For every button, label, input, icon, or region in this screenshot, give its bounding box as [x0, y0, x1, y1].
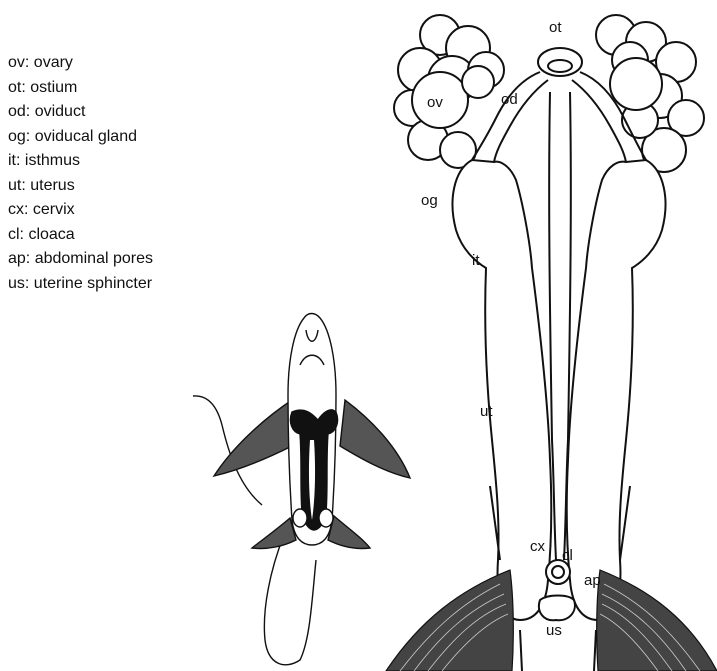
label-og: og: [421, 192, 438, 209]
left-pelvic-fin: [386, 570, 513, 671]
label-us: us: [546, 622, 562, 639]
shark-left-pelvic-fin: [252, 518, 296, 549]
label-ot: ot: [549, 19, 562, 36]
shark-right-pelvic-fin: [328, 516, 370, 549]
cloaca-inner: [552, 566, 564, 578]
shark-illustration: [193, 314, 410, 665]
shark-right-pectoral-fin: [340, 400, 410, 478]
right-ovary: [596, 15, 704, 172]
right-tract: [567, 160, 666, 620]
uterine-sphincter: [539, 596, 575, 621]
label-ap: ap: [584, 572, 601, 589]
label-it: it: [472, 252, 480, 269]
label-cl: cl: [562, 547, 573, 564]
ostium-opening: [548, 60, 572, 72]
left-ovary: [394, 15, 504, 168]
shark-pelvic-patch-right: [319, 509, 333, 527]
label-ov: ov: [427, 94, 443, 111]
left-body-line-lower: [520, 630, 522, 671]
shark-lower-loop: [264, 535, 316, 665]
label-od: od: [501, 91, 518, 108]
reproductive-tract-diagram: [394, 15, 704, 671]
label-ut: ut: [480, 403, 493, 420]
label-cx: cx: [530, 538, 546, 555]
shark-pelvic-patch-left: [293, 509, 307, 527]
right-body-line-lower: [594, 630, 596, 671]
